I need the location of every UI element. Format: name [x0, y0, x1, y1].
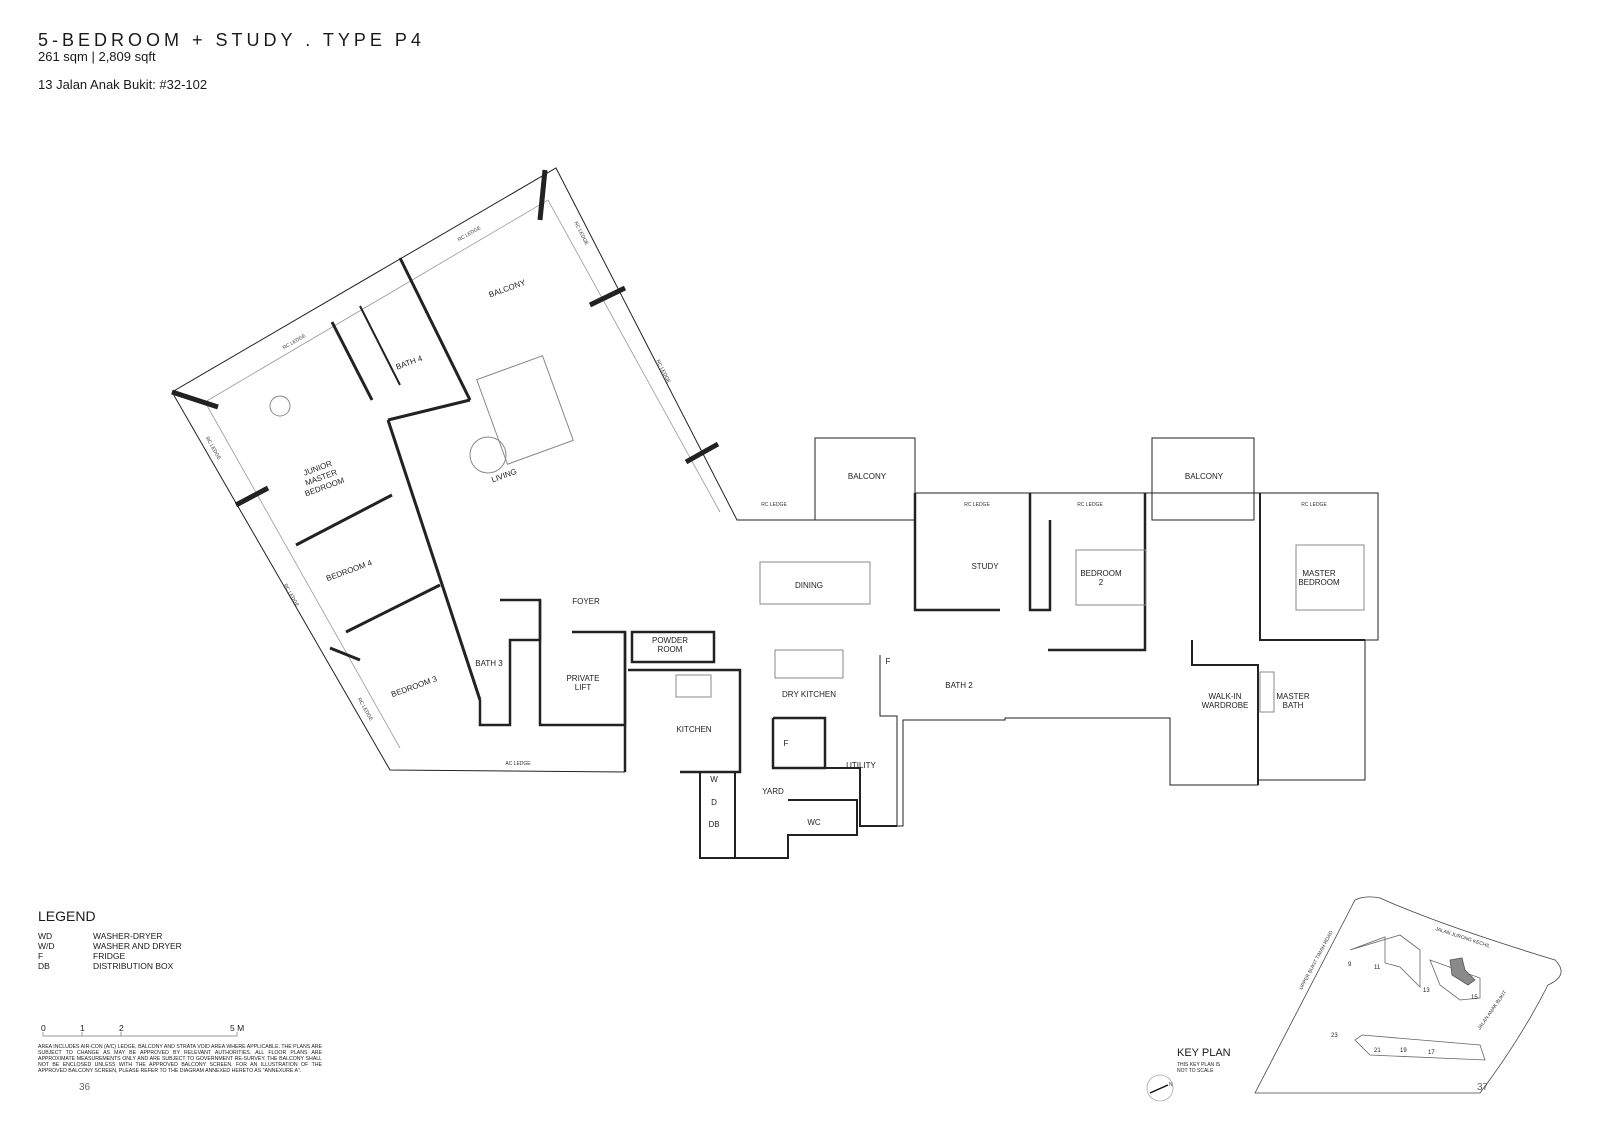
- rc-ledge-label: RC LEDGE: [282, 583, 300, 609]
- room-bath-4: BATH 4: [395, 354, 424, 372]
- page-number-left: 36: [79, 1082, 91, 1093]
- legend-key: W/D: [38, 941, 55, 951]
- legend-title: LEGEND: [38, 908, 96, 924]
- block-21: 21: [1374, 1048, 1381, 1054]
- rc-ledge-label: RC LEDGE: [761, 502, 787, 508]
- legend-key: F: [38, 951, 44, 961]
- dryer-label: D: [711, 798, 717, 807]
- block-15: 15: [1471, 995, 1478, 1001]
- legend-item: DB DISTRIBUTION BOX: [38, 961, 182, 971]
- room-study: STUDY: [971, 562, 999, 571]
- room-yard: YARD: [762, 787, 784, 796]
- room-dry-kitchen: DRY KITCHEN: [782, 690, 836, 699]
- block-11: 11: [1374, 965, 1381, 971]
- legend-value: DISTRIBUTION BOX: [93, 961, 174, 971]
- ac-ledge-label: AC LEDGE: [505, 761, 531, 767]
- room-private-lift-1: PRIVATE: [566, 674, 599, 683]
- room-master-bath-1: MASTER: [1276, 692, 1310, 701]
- room-bedroom-4: BEDROOM 4: [325, 558, 374, 583]
- room-dining: DINING: [795, 581, 823, 590]
- room-bedroom-3: BEDROOM 3: [390, 674, 439, 699]
- room-kitchen: KITCHEN: [676, 725, 711, 734]
- room-balcony-master: BALCONY: [1185, 472, 1224, 481]
- room-balcony-dining: BALCONY: [848, 472, 887, 481]
- main-outline: [478, 437, 1379, 859]
- block-23: 23: [1331, 1033, 1338, 1039]
- scale-label: 1: [80, 1023, 85, 1033]
- room-bath-3: BATH 3: [475, 659, 503, 668]
- rc-ledge-label: RC LEDGE: [1077, 502, 1103, 508]
- db-label: DB: [708, 820, 719, 829]
- block-13: 13: [1423, 988, 1430, 994]
- room-bedroom-2-2: 2: [1099, 578, 1104, 587]
- key-plan-title: KEY PLAN: [1177, 1047, 1231, 1059]
- scale-bar: [42, 1032, 238, 1037]
- room-walk-in-1: WALK-IN: [1208, 692, 1241, 701]
- key-plan-note-2: NOT TO SCALE: [1177, 1068, 1214, 1074]
- unit-area: 261 sqm | 2,809 sqft: [38, 49, 156, 64]
- legend-value: WASHER AND DRYER: [93, 941, 182, 951]
- key-plan-note: THIS KEY PLAN IS NOT TO SCALE: [1177, 1062, 1220, 1074]
- room-walk-in-2: WARDROBE: [1202, 701, 1249, 710]
- unit-address: 13 Jalan Anak Bukit: #32-102: [38, 77, 208, 92]
- legend-item: WD WASHER-DRYER: [38, 931, 182, 941]
- washer-label: W: [710, 775, 718, 784]
- room-balcony-living: BALCONY: [488, 278, 528, 300]
- room-living: LIVING: [490, 467, 518, 484]
- block-19: 19: [1400, 1048, 1407, 1054]
- fridge-kitchen: F: [784, 739, 789, 748]
- page-number-right: 37: [1477, 1082, 1489, 1093]
- rc-ledge-label: RC LEDGE: [572, 221, 589, 247]
- legend-key: WD: [38, 931, 53, 941]
- room-utility: UTILITY: [846, 761, 876, 770]
- unit-type-title: 5-BEDROOM + STUDY . TYPE P4: [38, 30, 425, 50]
- legend-value: WASHER-DRYER: [93, 931, 163, 941]
- north-arrow-label: N: [1169, 1082, 1173, 1088]
- room-private-lift-2: LIFT: [575, 683, 592, 692]
- room-master-bath-2: BATH: [1283, 701, 1304, 710]
- legend-value: FRIDGE: [93, 951, 126, 961]
- scale-label: 2: [119, 1023, 124, 1033]
- legend-item: W/D WASHER AND DRYER: [38, 941, 182, 951]
- legend-item: F FRIDGE: [38, 951, 182, 961]
- rc-ledge-label: RC LEDGE: [964, 502, 990, 508]
- room-master-bedroom-1: MASTER: [1302, 569, 1336, 578]
- road-upper-bukit-timah: UPPER BUKIT TIMAH ROAD: [1298, 930, 1334, 991]
- block-17: 17: [1428, 1050, 1435, 1056]
- rc-ledge-label: RC LEDGE: [204, 436, 222, 462]
- rc-ledge-label: RC LEDGE: [356, 697, 374, 723]
- block-9: 9: [1348, 962, 1352, 968]
- key-plan-note-1: THIS KEY PLAN IS: [1177, 1062, 1221, 1068]
- room-bath-2: BATH 2: [945, 681, 973, 690]
- scale-label: 5 M: [230, 1023, 245, 1033]
- room-powder-2: ROOM: [658, 645, 683, 654]
- room-foyer: FOYER: [572, 597, 600, 606]
- legend: WD WASHER-DRYER W/D WASHER AND DRYER F FRID…: [38, 931, 182, 971]
- legend-key: DB: [38, 961, 50, 971]
- disclaimer: AREA INCLUDES AIR-CON (A/C) LEDGE, BALCO…: [38, 1044, 322, 1074]
- room-master-bedroom-2: BEDROOM: [1298, 578, 1340, 587]
- fridge-dry-kitchen: F: [886, 657, 891, 666]
- scale-label: 0: [41, 1023, 46, 1033]
- rc-ledge-label: RC LEDGE: [1301, 502, 1327, 508]
- rc-ledge-label: RC LEDGE: [282, 333, 308, 351]
- wing-outline: [171, 167, 823, 773]
- road-jalan-anak-bukit: JALAN ANAK BUKIT: [1477, 990, 1509, 1031]
- room-bedroom-2-1: BEDROOM: [1080, 569, 1122, 578]
- rc-ledge-label: RC LEDGE: [654, 359, 671, 385]
- road-jalan-jurong-kechil: JALAN JURONG KECHIL: [1434, 926, 1491, 950]
- room-powder-1: POWDER: [652, 636, 688, 645]
- room-wc: WC: [807, 818, 821, 827]
